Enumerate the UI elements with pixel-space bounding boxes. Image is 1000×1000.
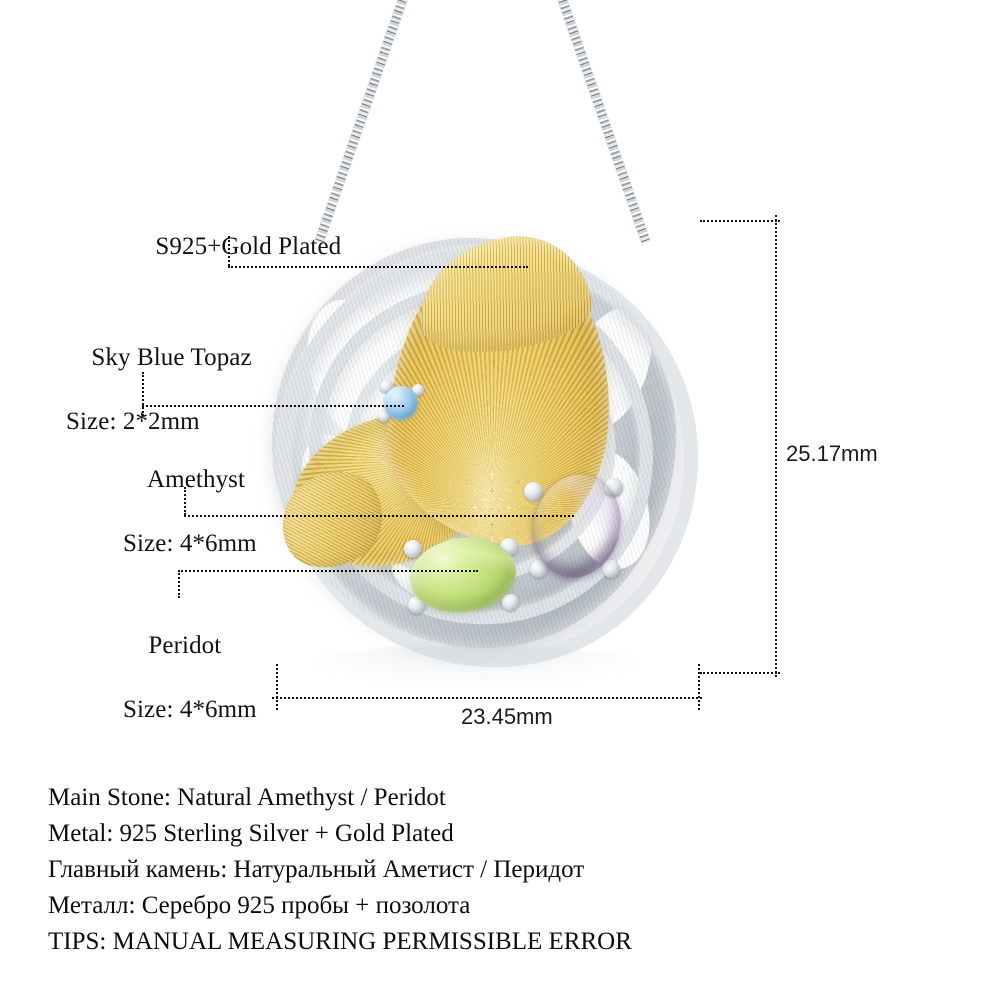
spec-main-stone-ru: Главный камень: Натуральный Аметист / Пе… (48, 856, 585, 883)
annotation-amethyst: Amethyst Size: 4*6mm (123, 432, 257, 624)
leader-material-vertical (228, 236, 230, 266)
leader-peridot-horizontal (178, 570, 478, 572)
specifications-block: Main Stone: Natural Amethyst / Peridot M… (48, 780, 948, 960)
prong (602, 560, 620, 578)
leader-amethyst-vertical (184, 487, 186, 515)
dimension-width-label: 23.45mm (461, 704, 553, 729)
annotation-topaz-size: Size: 2*2mm (66, 408, 200, 435)
annotation-amethyst-size: Size: 4*6mm (123, 530, 257, 557)
spec-metal-ru: Металл: Серебро 925 пробы + позолота (48, 892, 471, 919)
dimension-height-bottom-tick (700, 672, 780, 674)
leader-material-horizontal (228, 266, 528, 268)
dimension-width-left-tick (276, 664, 278, 710)
gemstone-sky-blue-topaz (384, 386, 418, 420)
annotation-sky-blue-topaz: Sky Blue Topaz Size: 2*2mm (66, 310, 252, 502)
dimension-height-line (775, 215, 777, 677)
leader-peridot-vertical (178, 570, 180, 598)
annotation-topaz-label: Sky Blue Topaz (91, 344, 252, 371)
dimension-height-top-tick (700, 220, 780, 222)
annotation-peridot-label: Peridot (148, 632, 222, 659)
leader-topaz-vertical (142, 372, 144, 416)
annotation-peridot-size: Size: 4*6mm (123, 696, 257, 723)
prong (524, 482, 543, 501)
chain-right-strand (556, 0, 651, 244)
dimension-width-right-tick (698, 664, 700, 710)
annotation-material: S925+Gold Plated (130, 199, 341, 295)
spec-tips: TIPS: MANUAL MEASURING PERMISSIBLE ERROR (48, 928, 632, 955)
prong (502, 594, 519, 611)
annotation-material-label: S925+Gold Plated (155, 233, 342, 260)
spec-main-stone: Main Stone: Natural Amethyst / Peridot (48, 784, 446, 811)
prong (530, 560, 548, 578)
dimension-height-label: 25.17mm (786, 441, 878, 466)
spec-metal: Metal: 925 Sterling Silver + Gold Plated (48, 820, 454, 847)
dimension-width-line (272, 697, 702, 699)
leader-topaz-horizontal (142, 405, 404, 407)
annotation-amethyst-label: Amethyst (147, 466, 246, 493)
prong (404, 540, 422, 558)
pendant-reflection (300, 645, 650, 687)
pendant-body (257, 225, 719, 689)
leader-amethyst-horizontal (184, 515, 574, 517)
annotation-peridot: Peridot Size: 4*6mm (123, 598, 257, 790)
